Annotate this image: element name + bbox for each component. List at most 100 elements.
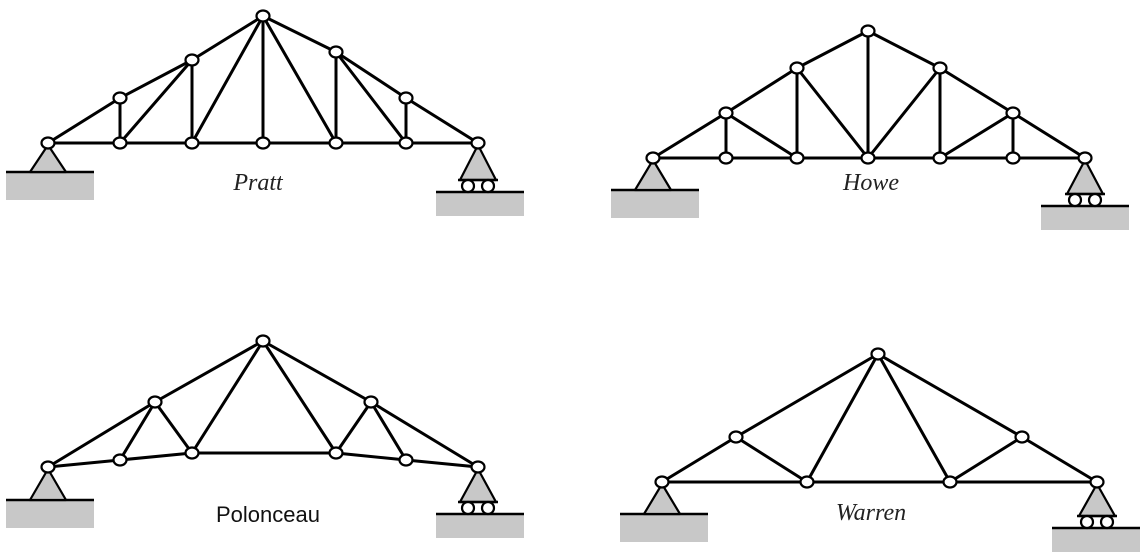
pratt-ground-right: [436, 192, 524, 216]
pratt-joint: [112, 136, 128, 150]
howe-member: [938, 111, 1015, 160]
warren-joint: [1089, 475, 1105, 489]
polonceau-roller-support: [458, 467, 498, 504]
warren-member: [876, 352, 1024, 439]
howe-joint: [718, 151, 734, 165]
polonceau-member: [404, 458, 480, 469]
polonceau-joint: [255, 334, 271, 348]
pratt-ground-left: [6, 172, 94, 200]
polonceau-member: [369, 400, 480, 469]
polonceau-label: Polonceau: [216, 502, 320, 527]
howe-joint: [789, 61, 805, 75]
polonceau-joint: [184, 446, 200, 460]
warren-joint: [870, 347, 886, 361]
howe-member: [724, 66, 799, 115]
pratt-joint: [184, 136, 200, 150]
howe-truss: [611, 24, 1129, 230]
pratt-truss: [6, 9, 524, 216]
pratt-joint: [470, 136, 486, 150]
pratt-roller-wheel: [460, 178, 476, 194]
warren-joint: [654, 475, 670, 489]
polonceau-member: [118, 451, 194, 462]
howe-ground-left: [611, 190, 699, 218]
pratt-member: [404, 96, 480, 145]
polonceau-joint: [112, 453, 128, 467]
pratt-member: [118, 58, 194, 145]
pratt-member: [334, 50, 408, 145]
pratt-joint: [255, 136, 271, 150]
pratt-joint: [40, 136, 56, 150]
polonceau-member: [261, 339, 338, 455]
pratt-joint: [328, 136, 344, 150]
howe-member: [795, 29, 870, 70]
polonceau-joint: [40, 460, 56, 474]
polonceau-member: [334, 400, 373, 455]
howe-member: [866, 29, 942, 70]
polonceau-joint: [398, 453, 414, 467]
polonceau-member: [261, 339, 373, 404]
pratt-label: Pratt: [232, 170, 284, 196]
warren-member: [1020, 435, 1099, 484]
pratt-member: [261, 14, 338, 145]
pratt-member: [334, 50, 408, 100]
pratt-joint: [398, 136, 414, 150]
howe-joint: [932, 151, 948, 165]
polonceau-member: [190, 339, 265, 455]
pratt-member: [190, 14, 265, 145]
polonceau-member: [46, 458, 122, 469]
howe-joint: [860, 151, 876, 165]
pratt-roller-support: [458, 143, 498, 182]
howe-joint: [860, 24, 876, 38]
polonceau-roller-wheel: [480, 500, 496, 516]
warren-member: [948, 435, 1024, 484]
pratt-joint: [328, 45, 344, 59]
warren-member: [734, 352, 880, 439]
howe-member: [938, 66, 1015, 115]
polonceau-joint: [147, 395, 163, 409]
howe-ground-right: [1041, 206, 1129, 230]
howe-member: [1011, 111, 1087, 160]
warren-roller-support: [1077, 482, 1117, 518]
warren-ground-left: [620, 514, 708, 542]
howe-pin-support: [633, 158, 673, 192]
polonceau-member: [153, 339, 265, 404]
polonceau-member: [118, 400, 157, 462]
howe-joint: [1077, 151, 1093, 165]
howe-member: [866, 66, 942, 160]
polonceau-joint: [470, 460, 486, 474]
pratt-member: [261, 14, 338, 54]
warren-pin-support: [642, 482, 682, 516]
polonceau-ground-left: [6, 500, 94, 528]
polonceau-member: [334, 451, 408, 462]
warren-roller-wheel: [1079, 514, 1095, 530]
warren-joint: [1014, 430, 1030, 444]
polonceau-truss: [6, 334, 524, 538]
howe-joint: [645, 151, 661, 165]
warren-joint: [942, 475, 958, 489]
pratt-joint: [398, 91, 414, 105]
polonceau-member: [153, 400, 194, 455]
warren-ground-right: [1052, 528, 1140, 552]
pratt-joint: [255, 9, 271, 23]
howe-member: [795, 66, 870, 160]
pratt-joint: [112, 91, 128, 105]
howe-joint: [789, 151, 805, 165]
pratt-member: [46, 96, 122, 145]
howe-joint: [1005, 106, 1021, 120]
polonceau-joint: [363, 395, 379, 409]
pratt-member: [118, 58, 194, 100]
howe-joint: [932, 61, 948, 75]
pratt-roller-wheel: [480, 178, 496, 194]
pratt-member: [190, 14, 265, 62]
polonceau-member: [46, 400, 157, 469]
howe-roller-support: [1065, 158, 1105, 196]
howe-member: [651, 111, 728, 160]
warren-member: [734, 435, 809, 484]
warren-member: [805, 352, 880, 484]
warren-truss: [620, 347, 1140, 552]
howe-joint: [718, 106, 734, 120]
warren-joint: [799, 475, 815, 489]
warren-roller-wheel: [1099, 514, 1115, 530]
polonceau-pin-support: [28, 467, 68, 502]
